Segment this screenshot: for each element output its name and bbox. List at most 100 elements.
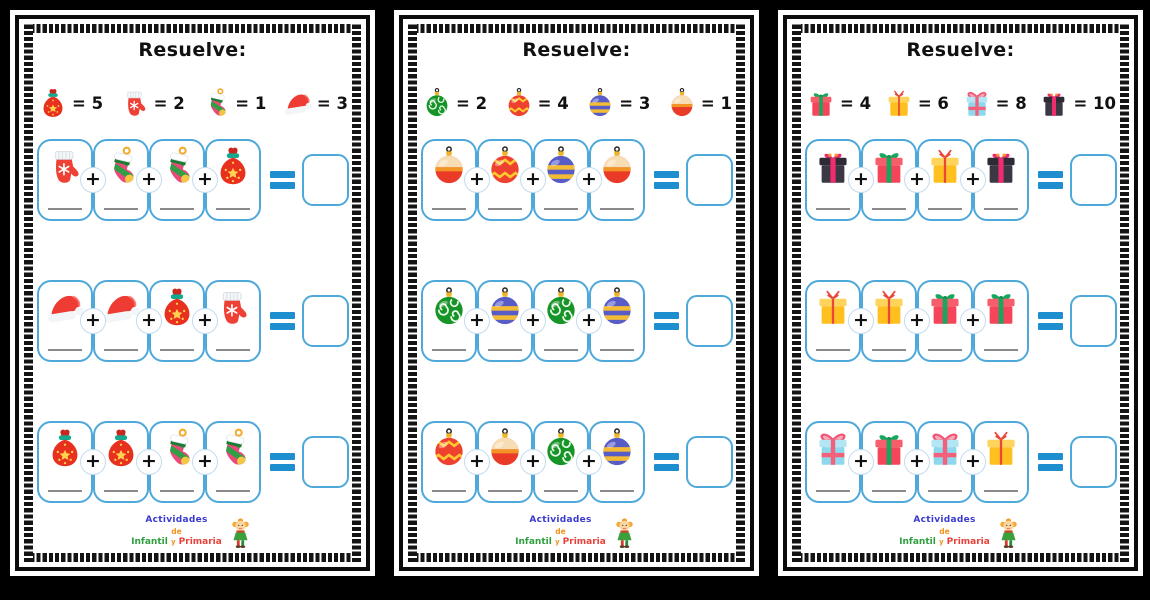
legend-value-label: = 2 <box>153 93 185 113</box>
blank-line[interactable] <box>216 208 250 210</box>
blue-ball-icon <box>596 286 638 328</box>
black-gift-icon <box>1038 85 1070 121</box>
blank-line[interactable] <box>872 208 906 210</box>
answer-box[interactable] <box>1070 295 1117 347</box>
red-gift-icon <box>980 286 1022 328</box>
green-ball-icon <box>421 85 453 121</box>
blank-line[interactable] <box>104 208 138 210</box>
stitch-bottom <box>408 553 745 562</box>
blank-line[interactable] <box>984 349 1018 351</box>
stitch-bottom <box>24 553 361 562</box>
footer-word-y: y <box>554 537 560 546</box>
equation-row: + + + <box>419 280 734 362</box>
mitten-icon <box>212 286 254 328</box>
blank-line[interactable] <box>816 490 850 492</box>
blank-line[interactable] <box>600 490 634 492</box>
red-gift-icon <box>868 427 910 469</box>
mitten-icon <box>44 145 86 187</box>
footer-word-y: y <box>170 537 176 546</box>
worksheet-panel: Resuelve: = 5 = 2 = 1 <box>10 10 375 576</box>
footer-text: Actividades de Infantil y Primaria <box>131 515 222 548</box>
term-box <box>477 421 533 503</box>
answer-box[interactable] <box>302 154 349 206</box>
blank-line[interactable] <box>432 349 466 351</box>
blank-line[interactable] <box>544 490 578 492</box>
blank-line[interactable] <box>432 208 466 210</box>
blank-line[interactable] <box>160 208 194 210</box>
black-gift-icon <box>980 145 1022 187</box>
equation-row: + + + <box>419 139 734 221</box>
stitch-border <box>24 24 361 562</box>
blank-line[interactable] <box>48 349 82 351</box>
blank-line[interactable] <box>928 349 962 351</box>
legend-item: = 10 <box>1038 85 1116 121</box>
blank-line[interactable] <box>816 349 850 351</box>
blank-line[interactable] <box>488 490 522 492</box>
terms-group: + + + <box>805 139 1029 221</box>
gift-bag-icon <box>44 427 86 469</box>
equation-rows: + + + <box>35 139 350 562</box>
blank-line[interactable] <box>48 490 82 492</box>
santa-hat-icon <box>100 286 142 328</box>
red-gift-icon <box>924 286 966 328</box>
blank-line[interactable] <box>600 349 634 351</box>
equation-row: + + + <box>35 139 350 221</box>
answer-box[interactable] <box>686 436 733 488</box>
santa-hat-icon <box>44 286 86 328</box>
worksheet-panel: Resuelve: = 4 = 6 = 8 <box>778 10 1143 576</box>
blank-line[interactable] <box>544 208 578 210</box>
blank-line[interactable] <box>816 208 850 210</box>
legend-row: = 2 = 4 = 3 = 1 <box>421 77 732 129</box>
legend-item: = 4 <box>503 85 569 121</box>
blank-line[interactable] <box>984 208 1018 210</box>
answer-box[interactable] <box>302 436 349 488</box>
legend-value-label: = 6 <box>917 93 949 113</box>
plus-operator: + <box>904 449 930 475</box>
blank-line[interactable] <box>104 490 138 492</box>
terms-group: + + + <box>37 139 261 221</box>
blue-ball-icon <box>596 427 638 469</box>
plus-operator: + <box>464 449 490 475</box>
answer-box[interactable] <box>1070 154 1117 206</box>
footer-word-infantil: Infantil <box>515 536 552 547</box>
equals-bar-bottom <box>654 323 679 330</box>
answer-box[interactable] <box>1070 436 1117 488</box>
answer-box[interactable] <box>686 154 733 206</box>
stitch-left <box>408 24 417 562</box>
blank-line[interactable] <box>600 208 634 210</box>
equals-bar-bottom <box>1038 182 1063 189</box>
plus-operator: + <box>80 167 106 193</box>
blank-line[interactable] <box>48 208 82 210</box>
blank-line[interactable] <box>432 490 466 492</box>
equation-row: + + + <box>35 280 350 362</box>
footer-word-primaria: Primaria <box>562 536 606 547</box>
legend-value-label: = 3 <box>619 93 651 113</box>
blank-line[interactable] <box>488 208 522 210</box>
stitch-right <box>352 24 361 562</box>
legend-item: = 6 <box>883 85 949 121</box>
blank-line[interactable] <box>488 349 522 351</box>
blank-line[interactable] <box>928 490 962 492</box>
red-zigzag-ball-icon <box>428 427 470 469</box>
stitch-top <box>792 24 1129 33</box>
plus-operator: + <box>576 167 602 193</box>
equals-bar-top <box>1038 171 1063 178</box>
panel-frame <box>15 15 370 571</box>
blank-line[interactable] <box>544 349 578 351</box>
blank-line[interactable] <box>160 490 194 492</box>
answer-box[interactable] <box>686 295 733 347</box>
equals-bar-bottom <box>654 182 679 189</box>
blank-line[interactable] <box>872 490 906 492</box>
blank-line[interactable] <box>216 490 250 492</box>
footer-word-actividades: Actividades <box>529 515 592 526</box>
blank-line[interactable] <box>872 349 906 351</box>
red-gift-icon <box>868 145 910 187</box>
blank-line[interactable] <box>928 208 962 210</box>
blank-line[interactable] <box>216 349 250 351</box>
footer-logo: Actividades de Infantil y Primaria <box>35 513 350 551</box>
blank-line[interactable] <box>104 349 138 351</box>
red-cream-ball-icon <box>428 145 470 187</box>
blank-line[interactable] <box>160 349 194 351</box>
answer-box[interactable] <box>302 295 349 347</box>
blank-line[interactable] <box>984 490 1018 492</box>
